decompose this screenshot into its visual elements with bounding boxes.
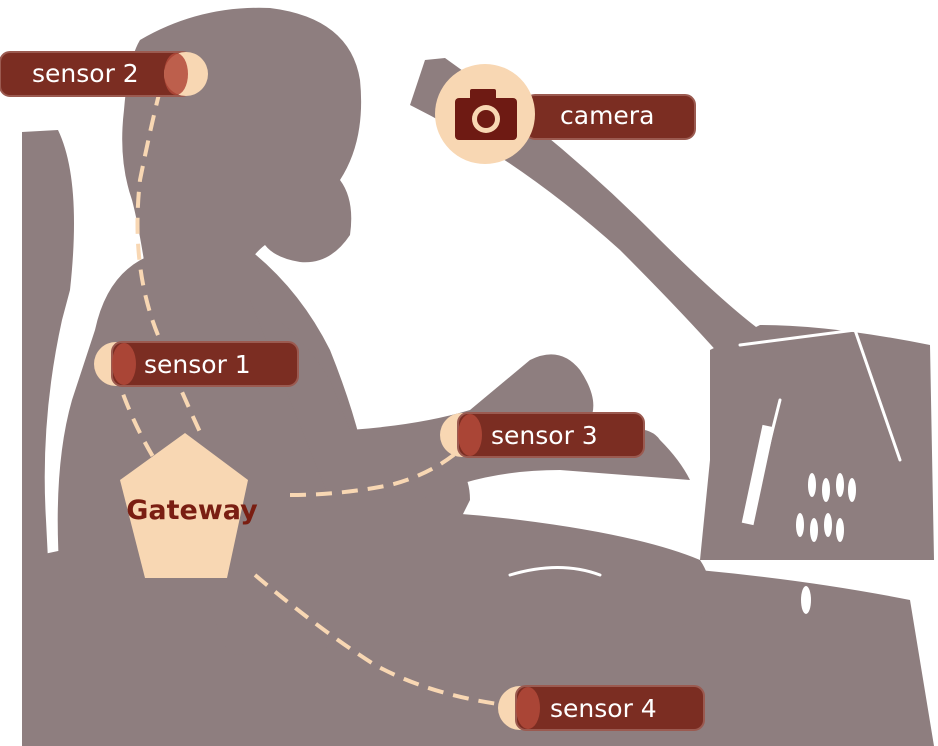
sensor2-node: sensor 2	[0, 51, 208, 97]
camera-icon	[455, 89, 517, 140]
link-gateway-sensor3	[289, 448, 462, 497]
camera-label: camera	[560, 101, 654, 130]
gateway-pentagon	[120, 433, 248, 578]
gateway-node: Gateway	[120, 433, 258, 578]
sensor3-node: sensor 3	[440, 412, 645, 458]
sensor1-node: sensor 1	[94, 341, 299, 387]
seat-back	[22, 130, 74, 600]
link-gateway-sensor2	[135, 89, 202, 433]
dashboard-buttons	[741, 424, 856, 614]
driver-legs	[200, 510, 710, 655]
camera-node: camera	[435, 64, 696, 164]
gateway-label: Gateway	[126, 495, 258, 526]
sensor3-label: sensor 3	[491, 421, 598, 450]
sensor4-label: sensor 4	[550, 694, 657, 723]
sensor4-node: sensor 4	[498, 685, 705, 731]
sensor1-label: sensor 1	[144, 350, 251, 379]
link-gateway-sensor4	[253, 573, 506, 707]
sensor2-label: sensor 2	[32, 59, 139, 88]
